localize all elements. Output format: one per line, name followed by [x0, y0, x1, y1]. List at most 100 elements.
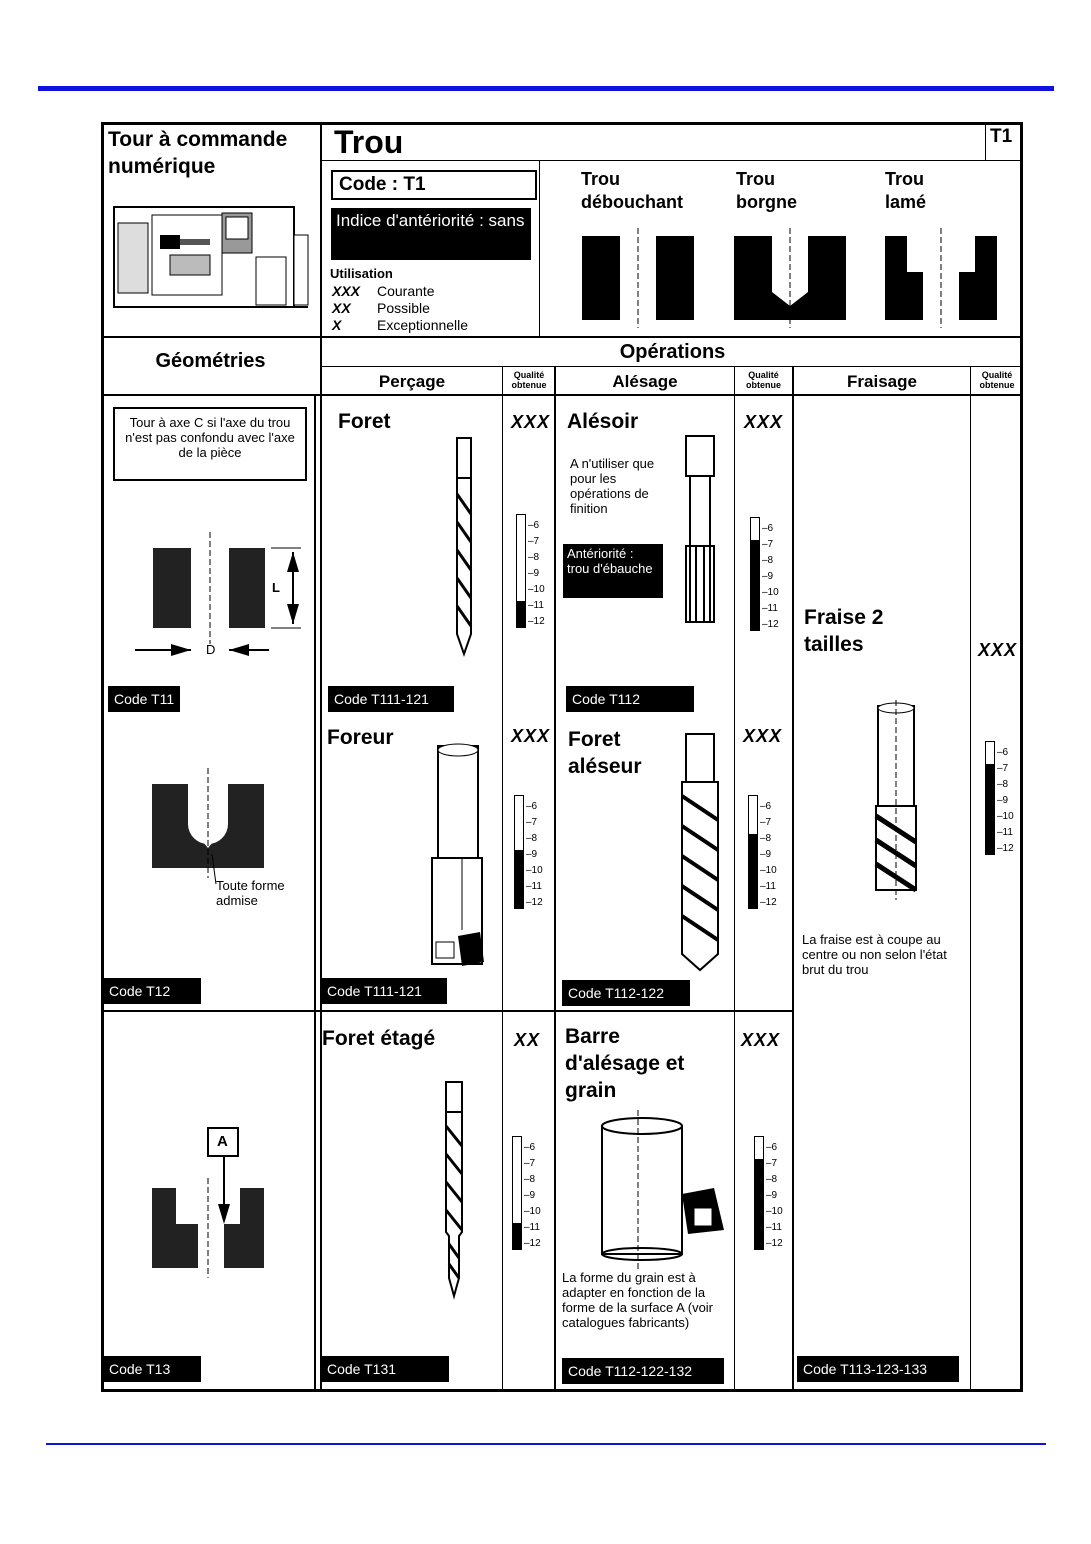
- quality-tick-label: –9: [528, 568, 540, 579]
- quality-tick-label: –11: [997, 827, 1013, 838]
- code-label: Code T13: [103, 1356, 201, 1382]
- tool-name: Foreur: [327, 726, 394, 749]
- divider: [539, 160, 540, 336]
- percage-header: Perçage: [378, 372, 446, 391]
- surface-A-label: A: [217, 1133, 228, 1150]
- counterbored-hole-illustration: [885, 228, 997, 328]
- divider: [320, 366, 1023, 367]
- quality-tick-label: –7: [526, 817, 538, 828]
- insert-drill-illustration: [431, 743, 484, 966]
- through-hole-illustration: [582, 228, 694, 328]
- quality-tick-label: –7: [760, 817, 772, 828]
- quality-header: Qualité obtenue: [511, 370, 547, 390]
- utilisation-label: Utilisation: [330, 266, 393, 281]
- anteriority-box: Antériorité : trou d'ébauche: [563, 544, 663, 598]
- tool-name: Barre d'alésage et grain: [565, 1025, 685, 1102]
- quality-fill: [513, 1223, 521, 1249]
- hole-geometry-t13: [152, 1127, 264, 1278]
- tool-name: Fraise 2 tailles: [804, 606, 884, 656]
- quality-tick-label: –12: [762, 619, 779, 630]
- divider: [970, 366, 971, 1392]
- divider: [792, 366, 794, 1392]
- quality-tick-label: –6: [528, 520, 540, 531]
- usage-marks: XXX: [743, 726, 783, 746]
- code-label: Code T111-121: [321, 978, 447, 1004]
- bottom-blue-rule: [46, 1443, 1046, 1445]
- quality-tick-label: –7: [766, 1158, 778, 1169]
- quality-gauge: [985, 741, 995, 855]
- sheet-frame: [101, 122, 1023, 1392]
- hole-geometry-t11: [135, 532, 301, 656]
- shape-note: Toute forme admise: [216, 878, 285, 908]
- quality-tick-label: –6: [762, 523, 774, 534]
- mill-note: La fraise est à coupe au centre ou non s…: [802, 932, 947, 977]
- blind-hole-illustration: [734, 228, 846, 328]
- boring-bar-illustration: [601, 1110, 724, 1270]
- quality-tick-label: –6: [997, 747, 1009, 758]
- hole-type-label: Trou débouchant: [581, 169, 683, 212]
- reamer-illustration: [685, 435, 715, 623]
- quality-fill: [749, 834, 757, 908]
- quality-tick-label: –8: [524, 1174, 536, 1185]
- dimension-L: L: [272, 580, 280, 595]
- quality-tick-label: –7: [997, 763, 1009, 774]
- quality-tick-label: –12: [766, 1238, 783, 1249]
- reamer-note: A n'utiliser que pour les opérations de …: [570, 456, 655, 516]
- quality-gauge: [748, 795, 758, 909]
- quality-tick-label: –7: [524, 1158, 536, 1169]
- quality-header: Qualité obtenue: [746, 370, 781, 390]
- lathe-machine-illustration: [113, 206, 309, 308]
- divider: [502, 366, 503, 1392]
- quality-tick-label: –8: [762, 555, 774, 566]
- divider: [985, 122, 986, 160]
- quality-tick-label: –10: [526, 865, 543, 876]
- code-label: Code T113-123-133: [797, 1356, 959, 1382]
- quality-tick-label: –9: [760, 849, 772, 860]
- quality-tick-label: –12: [997, 843, 1014, 854]
- usage-marks: XXX: [741, 1030, 781, 1050]
- tool-name: Foret étagé: [322, 1027, 436, 1050]
- axis-c-note: Tour à axe C si l'axe du trou n'est pas …: [113, 407, 307, 481]
- code-label: Code T11: [108, 686, 181, 712]
- quality-fill: [515, 850, 523, 908]
- quality-gauge: [750, 517, 760, 631]
- quality-tick-label: –8: [528, 552, 540, 563]
- divider: [554, 366, 556, 1392]
- quality-tick-label: –10: [766, 1206, 783, 1217]
- hole-type-label: Trou borgne: [736, 169, 797, 212]
- quality-fill: [986, 764, 994, 854]
- quality-tick-label: –10: [524, 1206, 541, 1217]
- quality-tick-label: –8: [997, 779, 1009, 790]
- tool-name: Alésoir: [567, 410, 639, 433]
- divider: [314, 394, 316, 1392]
- quality-gauge: [512, 1136, 522, 1250]
- operations-header: Opérations: [619, 341, 726, 363]
- quality-fill: [517, 601, 525, 627]
- quality-tick-label: –7: [762, 539, 774, 550]
- divider: [320, 122, 322, 1392]
- page-title: Trou: [334, 124, 404, 160]
- code-label: Code T111-121: [328, 686, 454, 712]
- quality-tick-label: –11: [528, 600, 544, 611]
- quality-tick-label: –8: [526, 833, 538, 844]
- legend-labels: Courante Possible Exceptionnelle: [377, 283, 469, 333]
- code-label: Code T112: [566, 686, 694, 712]
- quality-tick-label: –12: [526, 897, 543, 908]
- indice-box: Indice d'antériorité : sans: [331, 208, 531, 260]
- quality-tick-label: –10: [997, 811, 1014, 822]
- grain-note: La forme du grain est à adapter en fonct…: [562, 1270, 714, 1330]
- quality-tick-label: –8: [766, 1174, 778, 1185]
- quality-gauge: [516, 514, 526, 628]
- quality-tick-label: –12: [760, 897, 777, 908]
- quality-tick-label: –6: [760, 801, 772, 812]
- divider: [101, 1010, 793, 1012]
- step-drill-illustration: [444, 1081, 464, 1300]
- quality-tick-label: –11: [760, 881, 776, 892]
- quality-fill: [755, 1159, 763, 1249]
- quality-tick-label: –12: [524, 1238, 541, 1249]
- quality-tick-label: –6: [526, 801, 538, 812]
- divider: [101, 336, 1023, 338]
- machine-title: Tour à commande numérique: [108, 128, 288, 178]
- quality-tick-label: –11: [526, 881, 542, 892]
- usage-marks: XX: [514, 1030, 541, 1050]
